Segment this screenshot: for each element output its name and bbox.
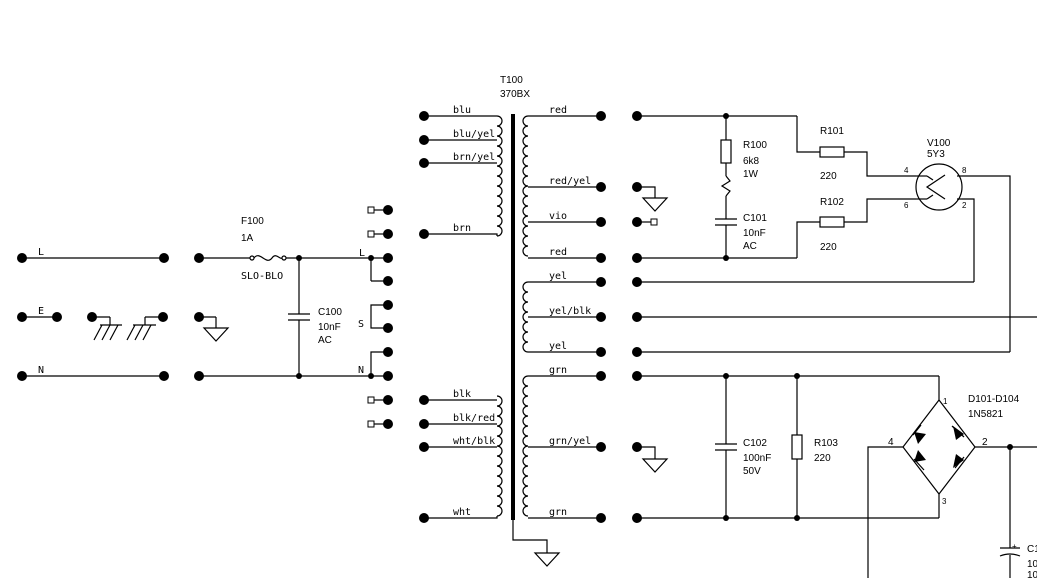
primary-bottom-leads: blk blk/red wht/blk wht: [419, 389, 498, 523]
lead-label: red: [549, 247, 567, 258]
cap-partial-value: 10: [1027, 559, 1037, 570]
r102-value: 220: [820, 242, 837, 253]
cap-plus-sign: +: [1012, 542, 1017, 551]
c102-rating: 50V: [743, 466, 761, 477]
v100-pin: 2: [962, 201, 967, 210]
r101-value: 220: [820, 171, 837, 182]
r100-rating: 1W: [743, 169, 759, 180]
fuse-ref: F100: [241, 216, 264, 227]
lead-label: brn/yel: [453, 152, 495, 163]
c100-ref: C100: [318, 307, 342, 318]
c100-value: 10nF: [318, 322, 341, 333]
resistor-r102: [819, 216, 845, 228]
rectifier-tube-v100: [915, 163, 963, 211]
ground-icon: [533, 552, 561, 567]
bridge-part: 1N5821: [968, 409, 1003, 420]
primary-top-leads: blu blu/yel brn/yel brn: [419, 105, 498, 239]
lead-label: blu/yel: [453, 129, 495, 140]
lead-label: grn: [549, 365, 567, 376]
bridge-pin: 2: [982, 437, 988, 448]
ground-icon: [641, 458, 669, 473]
lead-label: wht: [453, 507, 471, 518]
lead-label: wht/blk: [453, 436, 495, 447]
fuse-value: 1A: [241, 233, 254, 244]
lead-label: vio: [549, 211, 567, 222]
r100-value: 6k8: [743, 156, 760, 167]
line-label: L: [38, 247, 44, 258]
lead-label: blk: [453, 389, 471, 400]
bridge-ref: D101-D104: [968, 394, 1020, 405]
bridge-pin: 4: [888, 437, 894, 448]
lead-label: red/yel: [549, 176, 591, 187]
resistor-r103: [791, 434, 803, 460]
lead-label: grn/yel: [549, 436, 591, 447]
c102-ref: C102: [743, 438, 767, 449]
chassis-ground-icon: [87, 312, 122, 341]
c102-value: 100nF: [743, 453, 771, 464]
secondary-leads: red red/yel vio red yel yel/blk yel grn …: [528, 105, 606, 523]
resistor-r101: [819, 146, 845, 158]
lead-label: blk/red: [453, 413, 495, 424]
r100-ref: R100: [743, 140, 767, 151]
v100-pin: 6: [904, 201, 909, 210]
c101-rating: AC: [743, 241, 757, 252]
fuse-type: SLO-BLO: [241, 271, 283, 282]
transformer-part: 370BX: [500, 89, 530, 100]
lead-label: blu: [453, 105, 471, 116]
terminal-label-neutral: N: [358, 365, 364, 376]
lv-bridge-section: C102 100nF 50V R103 220 D101-D104 1N5821…: [632, 371, 1037, 578]
bridge-pin: 3: [942, 497, 947, 506]
lead-label: yel: [549, 341, 567, 352]
cap-partial-rating: 10: [1027, 570, 1037, 578]
transformer-t100: T100 370BX: [496, 75, 561, 567]
terminal-label-line: L: [359, 248, 365, 259]
bridge-pin: 1: [943, 397, 948, 406]
lead-label: yel/blk: [549, 306, 591, 317]
lead-label: yel: [549, 271, 567, 282]
resistor-r100: [720, 139, 732, 164]
lead-label: red: [549, 105, 567, 116]
v100-part: 5Y3: [927, 149, 945, 160]
ground-icon: [641, 197, 669, 212]
transformer-ref: T100: [500, 75, 523, 86]
r102-ref: R102: [820, 197, 844, 208]
c100-rating: AC: [318, 335, 332, 346]
fuse-icon: [249, 255, 287, 261]
v100-pin: 8: [962, 166, 967, 175]
chassis-ground-icon: [126, 312, 168, 341]
c101-value: 10nF: [743, 228, 766, 239]
terminal-label-switch: S: [358, 319, 364, 330]
cap-partial-ref: C1: [1027, 544, 1037, 555]
hv-rectifier-section: R100 6k8 1W C101 10nF AC R101 220 R102: [632, 111, 1037, 357]
r103-ref: R103: [814, 438, 838, 449]
v100-ref: V100: [927, 138, 951, 149]
neutral-label: N: [38, 365, 44, 376]
neutral-terminal-dot: [17, 371, 27, 381]
lead-label: brn: [453, 223, 471, 234]
v100-pin: 4: [904, 166, 909, 175]
bridge-rectifier-icon: [902, 376, 976, 518]
earth-label: E: [38, 306, 44, 317]
lead-label: grn: [549, 507, 567, 518]
r101-ref: R101: [820, 126, 844, 137]
line-terminal-dot: [17, 253, 27, 263]
c101-ref: C101: [743, 213, 767, 224]
ground-icon: [194, 312, 230, 342]
r103-value: 220: [814, 453, 831, 464]
mains-input-section: L E: [17, 216, 368, 381]
voltage-selector-block: L S N: [358, 205, 393, 429]
